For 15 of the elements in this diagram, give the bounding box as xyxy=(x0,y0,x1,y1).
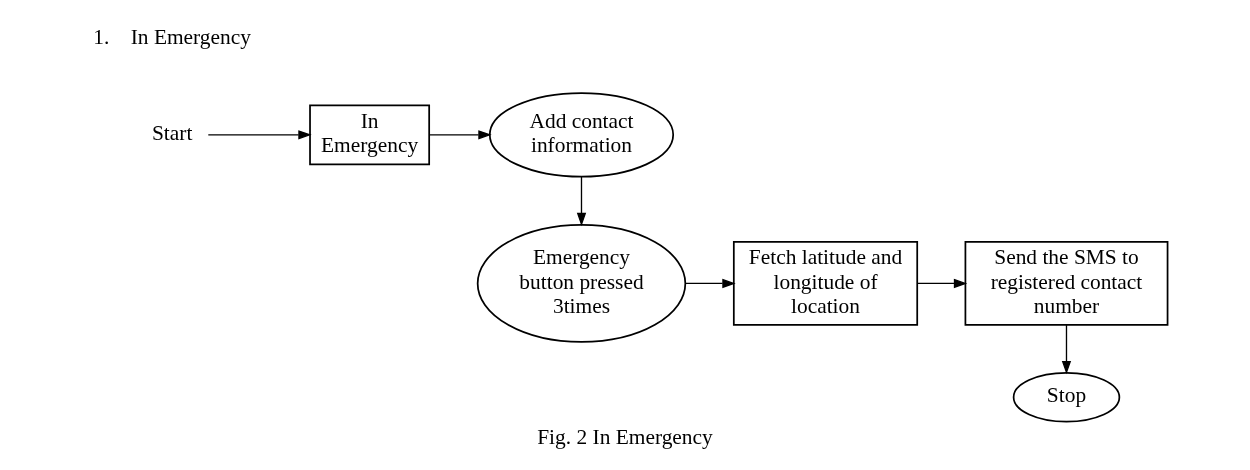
node-ellipse: Add contact information xyxy=(488,91,675,177)
arrow xyxy=(207,129,312,140)
arrow xyxy=(916,278,968,288)
arrow xyxy=(576,175,587,226)
caption: Fig. 2 In Emergency xyxy=(537,424,713,449)
arrow xyxy=(428,129,492,140)
node-box: Fetch latitude and longitude of location xyxy=(732,240,919,326)
node-box: Send the SMS to registered contact number xyxy=(964,240,1169,326)
node-text: Start xyxy=(151,120,193,145)
node-box: In Emergency xyxy=(309,104,431,165)
node-ellipse: Stop xyxy=(1012,371,1121,423)
arrow xyxy=(685,278,736,288)
node-ellipse: Emergency button pressed 3times xyxy=(476,223,687,343)
label: 1. In Emergency xyxy=(93,24,251,49)
arrow xyxy=(1061,323,1072,374)
